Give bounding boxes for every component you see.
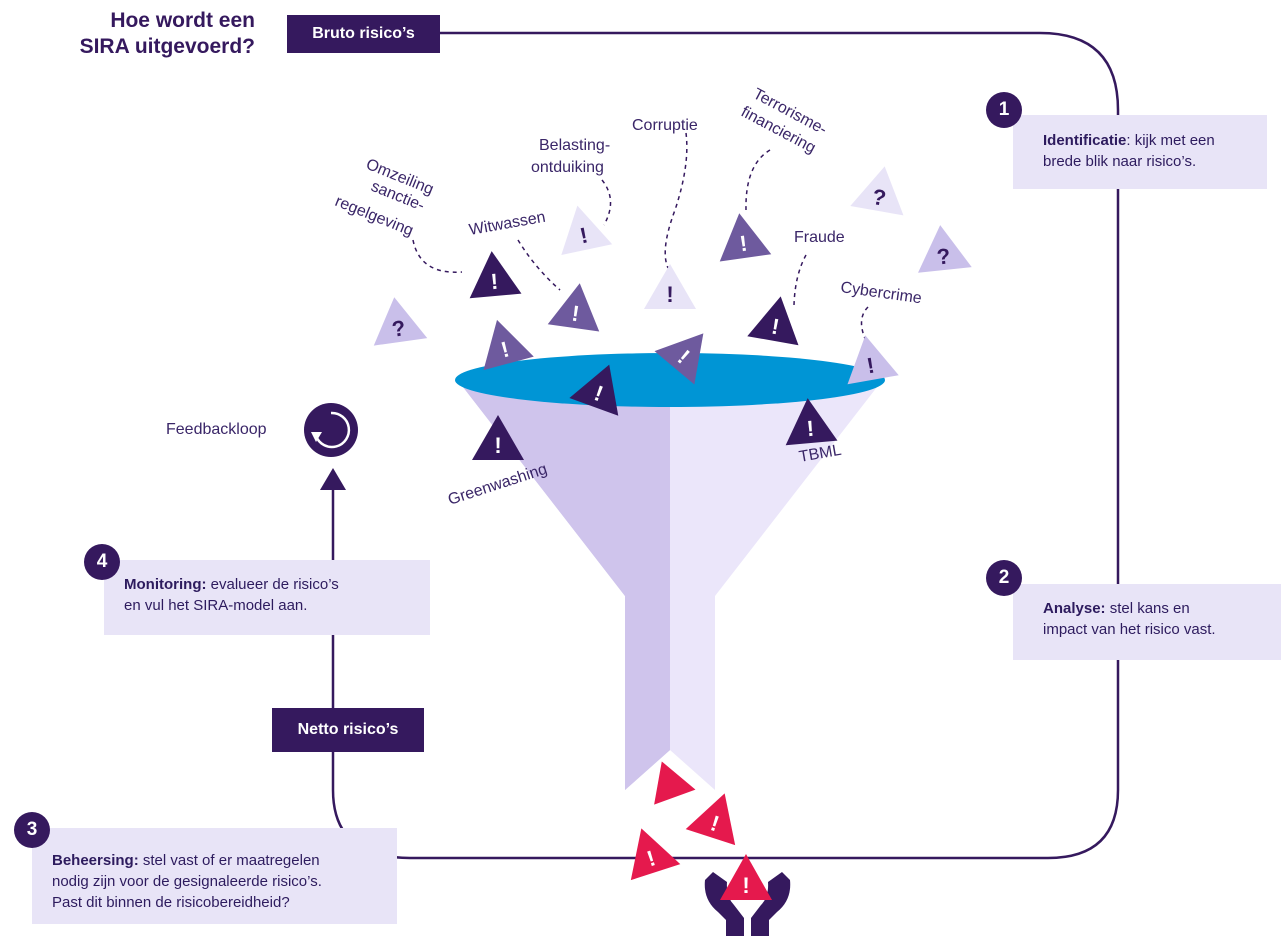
warning-triangle: ! — [785, 398, 838, 446]
svg-text:!: ! — [770, 314, 782, 340]
label-fraud: Fraude — [794, 229, 845, 246]
gross-risks-tag: Bruto risico’s — [287, 15, 440, 53]
step-text: en vul het SIRA-model aan. — [124, 597, 308, 614]
question-triangle: ? — [850, 166, 904, 216]
step-text: stel vast of er maatregelen — [138, 852, 320, 869]
step-monitoring-box: Monitoring: evalueer de risico’s en vul … — [104, 560, 430, 635]
page-title: Hoe wordt een SIRA uitgevoerd? — [80, 8, 255, 60]
step-number-badge: 3 — [14, 812, 50, 848]
alert-triangle: ! — [720, 854, 772, 900]
feedback-loop-label: Feedbackloop — [166, 421, 267, 438]
svg-text:!: ! — [666, 282, 673, 307]
step-title: Monitoring: — [124, 576, 207, 593]
question-triangle: ? — [918, 225, 972, 273]
warning-triangle: ! — [472, 415, 524, 460]
risk-trails — [412, 132, 869, 346]
hands-icon — [704, 872, 791, 936]
warning-triangle: ! — [547, 283, 600, 332]
arrow-up-icon — [320, 468, 346, 490]
warning-triangle: ! — [747, 296, 799, 346]
page-title-line: Hoe wordt een — [110, 9, 255, 32]
step-number-badge: 2 — [986, 560, 1022, 596]
svg-text:!: ! — [494, 433, 501, 458]
warning-triangle: ! — [654, 333, 704, 385]
warning-triangle: ! — [469, 251, 522, 299]
alert-triangle: ! — [630, 828, 681, 881]
alert-triangle: ! — [685, 793, 736, 846]
svg-text:!: ! — [742, 873, 749, 898]
label-tax: ontduiking — [531, 159, 604, 176]
warning-triangle: ! — [483, 319, 534, 371]
svg-text:?: ? — [390, 315, 407, 342]
alert-triangle — [654, 761, 696, 805]
page-title-line: SIRA uitgevoerd? — [79, 35, 255, 58]
net-risks-tag: Netto risico’s — [272, 708, 424, 752]
refresh-icon — [304, 403, 358, 457]
step-title: Identificatie — [1043, 132, 1127, 149]
step-text: evalueer de risico’s — [206, 576, 339, 593]
svg-text:!: ! — [490, 269, 499, 295]
step-identification-box: Identificatie: kijk met een brede blik n… — [1013, 115, 1267, 189]
funnel — [455, 353, 885, 790]
step-number-badge: 4 — [84, 544, 120, 580]
question-triangle: ? — [373, 297, 428, 346]
label-corruption: Corruptie — [632, 117, 698, 134]
step-analysis-box: Analyse: stel kans en impact van het ris… — [1013, 584, 1281, 660]
warning-triangle: ! — [719, 213, 772, 262]
step-text: brede blik naar risico’s. — [1043, 153, 1197, 170]
label-money-laundering: Witwassen — [468, 209, 547, 239]
warning-triangle: ! — [569, 364, 619, 416]
step-text: : kijk met een — [1126, 132, 1215, 149]
label-tax: Belasting- — [539, 137, 610, 154]
step-control-box: Beheersing: stel vast of er maatregelen … — [32, 828, 397, 924]
step-text: impact van het risico vast. — [1043, 621, 1216, 638]
label-cybercrime: Cybercrime — [839, 279, 922, 307]
warning-triangle: ! — [561, 205, 613, 256]
svg-text:!: ! — [865, 353, 877, 379]
step-number-badge: 1 — [986, 92, 1022, 128]
step-text: stel kans en — [1105, 600, 1190, 617]
svg-text:!: ! — [806, 416, 815, 442]
svg-text:?: ? — [870, 184, 888, 211]
warning-triangle: ! — [847, 335, 899, 385]
label-greenwashing: Greenwashing — [446, 461, 549, 509]
svg-text:!: ! — [570, 301, 581, 327]
step-text: Past dit binnen de risicobereidheid? — [52, 894, 290, 911]
step-text: nodig zijn voor de gesignaleerde risico’… — [52, 873, 322, 890]
svg-text:?: ? — [935, 243, 951, 269]
warning-triangle: ! — [644, 264, 696, 309]
step-title: Analyse: — [1043, 600, 1106, 617]
step-title: Beheersing: — [52, 852, 139, 869]
svg-text:!: ! — [738, 231, 749, 257]
